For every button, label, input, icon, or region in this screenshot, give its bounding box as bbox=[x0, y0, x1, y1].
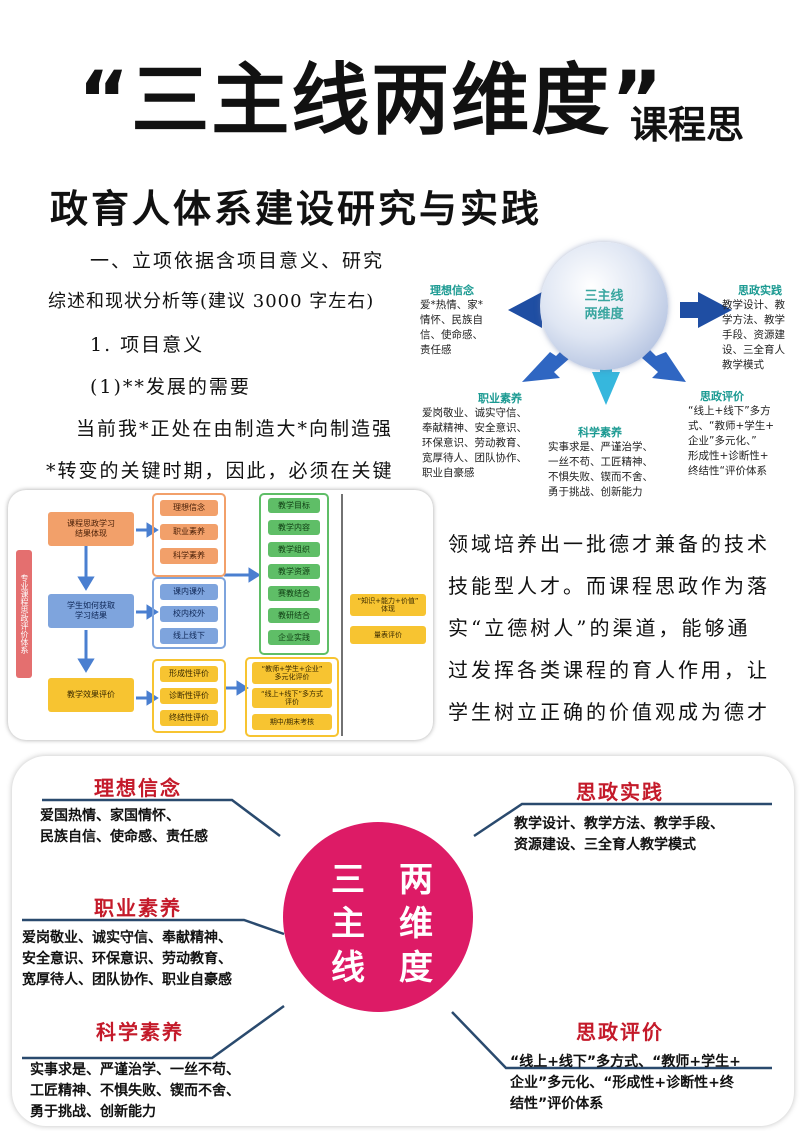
flowchart-eval-box: “教师+学生+企业” 多元化评价 bbox=[252, 662, 332, 684]
top-block-text: 教学设计、教 学方法、教学 手段、资源建 设、三全育人 教学模式 bbox=[722, 299, 785, 371]
body-right-line: 技能型人才。而课程思政作为落 bbox=[448, 574, 770, 598]
section-text-professional: 爱岗敬业、诚实守信、奉献精神、 安全意识、环保意识、劳动教育、 宽厚待人、团队协… bbox=[22, 930, 232, 988]
section-text-evaluation: “线上+线下”多方式、“教师+学生+ 企业”多元化、“形成性+诊断性+终 结性”… bbox=[510, 1054, 741, 1112]
flowchart-left-box: 教学效果评价 bbox=[48, 678, 134, 712]
flowchart-mid-box: 科学素养 bbox=[160, 548, 218, 564]
top-block-text: 实事求是、严谨治学、 一丝不苟、工匠精神、 不惧失败、锲而不舍、 勇于挑战、创新… bbox=[548, 441, 653, 498]
flowchart-connectors bbox=[77, 493, 343, 737]
center-char: 两 bbox=[399, 860, 433, 900]
top-diagram-arrows bbox=[508, 292, 732, 405]
body-right-line: 过发挥各类课程的育人作用，让 bbox=[448, 658, 770, 682]
page-subtitle: 政育人体系建设研究与实践 bbox=[50, 187, 543, 231]
top-block-head: 理想信念 bbox=[430, 284, 474, 297]
flowchart-eval-box: 期中/期末考核 bbox=[252, 714, 332, 730]
flowchart-mid-box: 线上线下 bbox=[160, 628, 218, 644]
flowchart-green-box: 教学组织 bbox=[268, 542, 320, 557]
flowchart-far-box: 量表评价 bbox=[350, 626, 426, 644]
body-paragraph-1a: 一、立项依据含项目意义、研究 bbox=[90, 250, 385, 272]
body-paragraph-2b: *转变的关键时期，因此，必须在关键 bbox=[46, 460, 394, 482]
flowchart-mid-box: 形成性评价 bbox=[160, 666, 218, 682]
center-char: 主 bbox=[331, 904, 365, 944]
center-char: 维 bbox=[399, 904, 433, 944]
flowchart-left-box: 学生如何获取 学习结果 bbox=[48, 594, 134, 628]
flowchart-green-box: 教学资源 bbox=[268, 564, 320, 579]
top-block-text: “线上+线下”多方 式、“教师+学生+ 企业”多元化、” 形成性+诊断性+ 终结… bbox=[688, 405, 775, 477]
flowchart-mid-box: 终结性评价 bbox=[160, 710, 218, 726]
page-title-suffix: 课程思 bbox=[630, 103, 745, 147]
flowchart-green-box: 教学内容 bbox=[268, 520, 320, 535]
body-right-line: 领域培养出一批德才兼备的技术 bbox=[448, 532, 770, 556]
top-diagram-center-label: 三主线 两维度 bbox=[584, 289, 624, 322]
top-block-head: 思政评价 bbox=[700, 390, 744, 403]
flowchart-green-box: 企业实践 bbox=[268, 630, 320, 645]
flowchart-panel: 专业课程思政评价体系 课程思政学习 结果体现 学生如何获取 学习结果 教学效果评… bbox=[8, 490, 433, 740]
body-heading-1: 1. 项目意义 bbox=[90, 334, 205, 356]
top-block-text: 爱岗敬业、诚实守信、 奉献精神、安全意识、 环保意识、劳动教育、 宽厚待人、团队… bbox=[422, 407, 527, 479]
body-heading-2: (1)**发展的需要 bbox=[90, 376, 251, 398]
flowchart-mid-box: 理想信念 bbox=[160, 500, 218, 516]
top-block-head: 思政实践 bbox=[738, 284, 782, 297]
body-right-line: 实“立德树人”的渠道，能够通 bbox=[448, 616, 751, 640]
arrow-right bbox=[680, 292, 732, 328]
arrow-down-right bbox=[642, 350, 686, 382]
flowchart-left-box: 课程思政学习 结果体现 bbox=[48, 512, 134, 546]
arrow-left bbox=[508, 292, 560, 328]
bottom-diagram-lines bbox=[22, 798, 772, 1070]
flowchart-mid-box: 诊断性评价 bbox=[160, 688, 218, 704]
flowchart-far-box: “知识+能力+价值” 体现 bbox=[350, 594, 426, 616]
top-block-head: 职业素养 bbox=[478, 392, 522, 405]
body-paragraph-2a: 当前我*正处在由制造大*向制造强 bbox=[76, 418, 394, 440]
body-right-line: 学生树立正确的价值观成为德才 bbox=[448, 700, 770, 724]
top-diagram-center-circle bbox=[540, 242, 668, 370]
flowchart-green-box: 教学目标 bbox=[268, 498, 320, 513]
section-heading-ideals: 理想信念 bbox=[94, 776, 182, 800]
center-char: 度 bbox=[399, 948, 433, 988]
section-heading-science: 科学素养 bbox=[96, 1020, 184, 1044]
arrow-down-left bbox=[522, 350, 570, 382]
top-block-head: 科学素养 bbox=[578, 426, 622, 439]
center-char: 线 bbox=[331, 948, 365, 988]
arrow-down bbox=[592, 358, 620, 405]
bottom-center-circle bbox=[283, 822, 473, 1012]
flowchart-mid-box: 课内课外 bbox=[160, 584, 218, 600]
section-text-science: 实事求是、严谨治学、一丝不苟、 工匠精神、不惧失败、锲而不舍、 勇于挑战、创新能… bbox=[30, 1062, 240, 1120]
flowchart-mid-box: 校内校外 bbox=[160, 606, 218, 622]
flowchart-green-box: 赛教结合 bbox=[268, 586, 320, 601]
section-heading-professional: 职业素养 bbox=[94, 896, 182, 920]
body-paragraph-1b: 综述和现状分析等(建议 3000 字左右) bbox=[48, 291, 375, 312]
top-block-text: 爱*热情、家* 情怀、民族自 信、使命感、 责任感 bbox=[420, 299, 483, 356]
section-heading-evaluation: 思政评价 bbox=[576, 1020, 664, 1044]
flowchart-green-box: 教研结合 bbox=[268, 608, 320, 623]
section-text-practice: 教学设计、教学方法、教学手段、 资源建设、三全育人教学模式 bbox=[514, 816, 724, 853]
page-title: “三主线两维度” bbox=[78, 56, 665, 146]
section-heading-practice: 思政实践 bbox=[576, 780, 664, 804]
flowchart-mid-box: 职业素养 bbox=[160, 524, 218, 540]
flowchart-side-label: 专业课程思政评价体系 bbox=[16, 550, 32, 678]
center-char: 三 bbox=[331, 860, 365, 900]
section-text-ideals: 爱国热情、家国情怀、 民族自信、使命感、责任感 bbox=[40, 808, 208, 845]
flowchart-eval-box: “线上+线下”多方式 评价 bbox=[252, 688, 332, 708]
